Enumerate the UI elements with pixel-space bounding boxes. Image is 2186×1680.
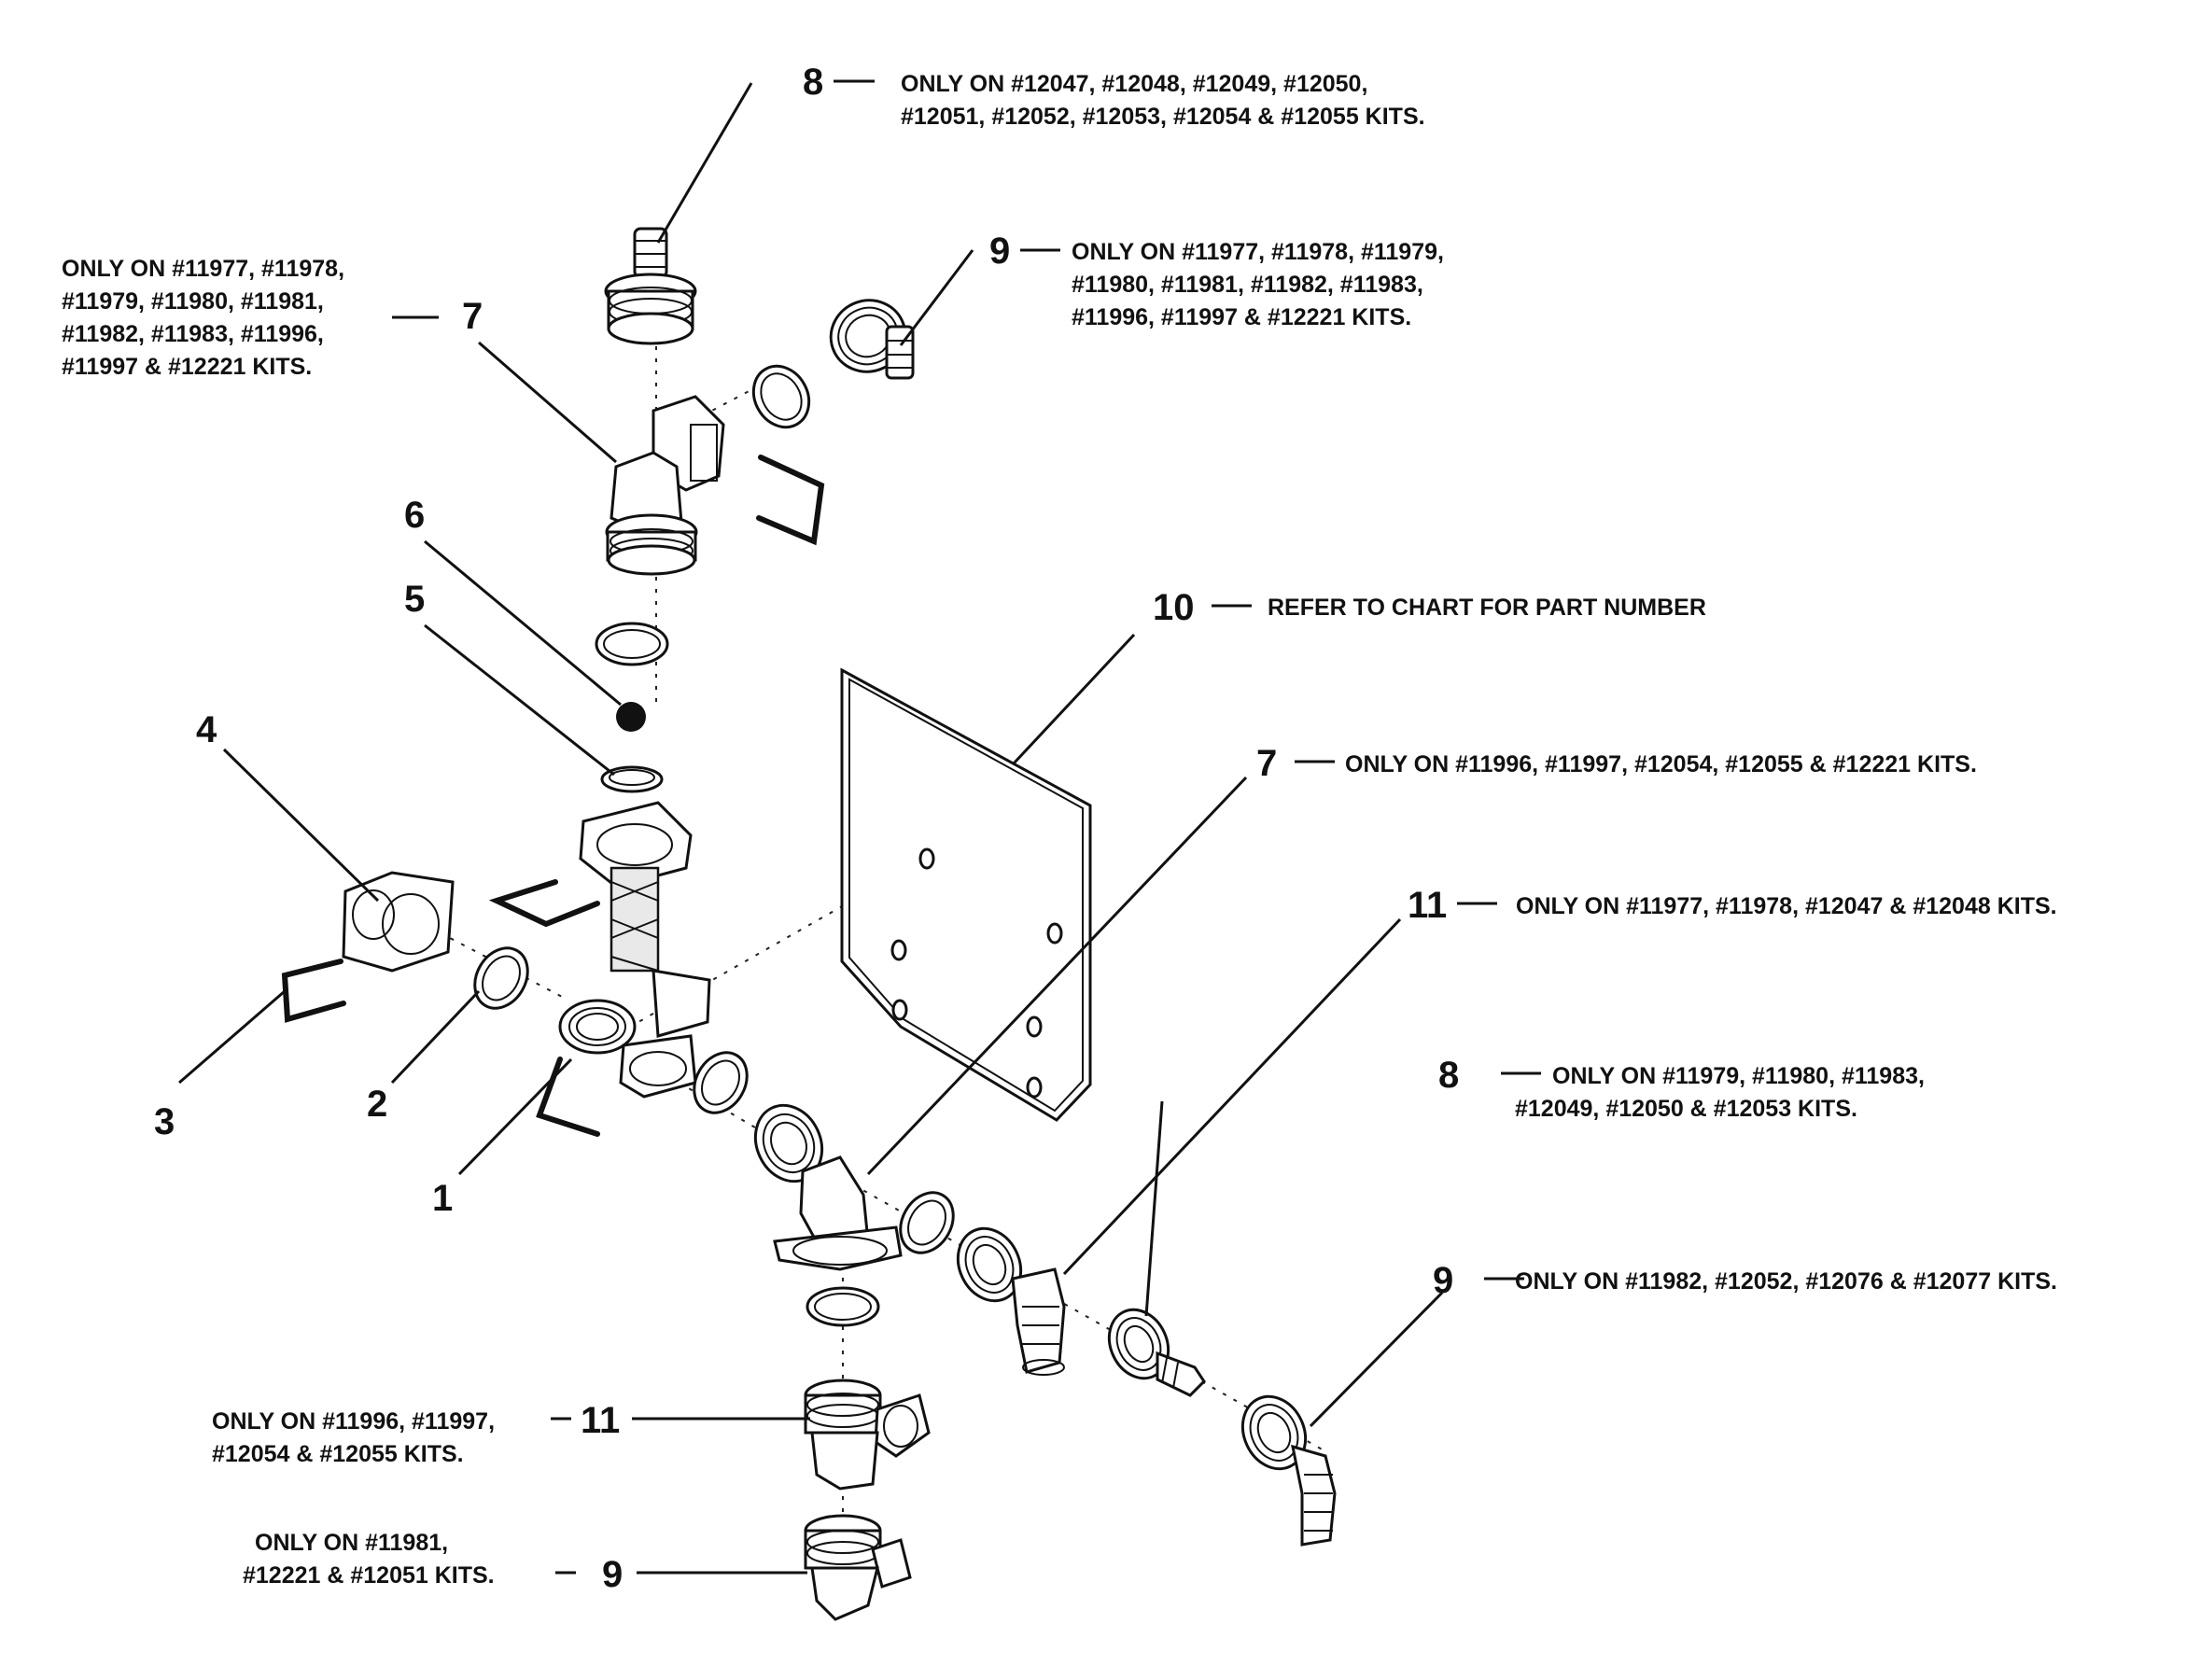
part-9-bottom-fitting bbox=[804, 1514, 912, 1621]
callout-number-9-top: 9 bbox=[989, 231, 1010, 272]
callout-number-11-bottom: 11 bbox=[581, 1400, 620, 1441]
part-5-ring bbox=[600, 765, 664, 793]
note-7-top: ONLY ON #11977, #11978, #11979, #11980, … bbox=[62, 256, 351, 380]
part-8-right-fitting bbox=[1107, 1308, 1206, 1397]
note-10: REFER TO CHART FOR PART NUMBER bbox=[1268, 595, 1706, 621]
callout-number-6: 6 bbox=[404, 495, 425, 536]
part-9-right-fitting bbox=[1240, 1394, 1337, 1547]
clip-body-lower bbox=[536, 1057, 600, 1137]
callout-numbers: 8 9 7 6 5 10 4 7 11 3 2 1 8 9 11 9 bbox=[154, 62, 1459, 1595]
part-11-bottom-fitting bbox=[804, 1379, 931, 1491]
callout-notes: ONLY ON #12047, #12048, #12049, #12050, … bbox=[62, 71, 2057, 1589]
callout-number-3: 3 bbox=[154, 1101, 175, 1142]
part-3-clip bbox=[281, 959, 346, 1023]
part-2-ring bbox=[473, 946, 529, 1010]
callout-number-9-bottom: 9 bbox=[602, 1554, 623, 1595]
note-11-bottom: ONLY ON #11996, #11997, #12054 & #12055 … bbox=[212, 1408, 501, 1467]
callout-number-10: 10 bbox=[1153, 587, 1195, 628]
part-11-right-fitting bbox=[956, 1226, 1066, 1376]
note-7-mid: ONLY ON #11996, #11997, #12054, #12055 &… bbox=[1345, 751, 1977, 777]
ring-bottom bbox=[806, 1286, 880, 1327]
part-10-plate bbox=[840, 667, 1092, 1122]
leader-lines bbox=[178, 79, 1541, 1575]
note-9-right: ONLY ON #11982, #12052, #12076 & #12077 … bbox=[1515, 1268, 2057, 1295]
callout-number-7-top: 7 bbox=[462, 296, 483, 337]
ring-mid bbox=[693, 1051, 749, 1114]
part-7-top-elbow bbox=[605, 395, 725, 576]
callout-number-11-right: 11 bbox=[1408, 885, 1447, 926]
callout-number-9-right: 9 bbox=[1433, 1260, 1453, 1301]
note-8-top: ONLY ON #12047, #12048, #12049, #12050, … bbox=[901, 71, 1425, 130]
part-4-adapter bbox=[342, 871, 455, 973]
ring-lower-right bbox=[899, 1191, 955, 1254]
ring-upper bbox=[595, 622, 669, 666]
callout-number-7-mid: 7 bbox=[1256, 743, 1277, 784]
clip-top bbox=[756, 455, 825, 546]
part-6-ball bbox=[616, 702, 646, 732]
clip-body-upper bbox=[488, 879, 600, 928]
callout-number-1: 1 bbox=[432, 1178, 453, 1219]
note-11-right: ONLY ON #11977, #11978, #12047 & #12048 … bbox=[1516, 893, 2057, 919]
callout-number-8-right: 8 bbox=[1438, 1055, 1459, 1096]
ring-top bbox=[751, 364, 811, 429]
note-9-top: ONLY ON #11977, #11978, #11979, #11980, … bbox=[1072, 239, 1450, 330]
note-9-bottom: ONLY ON #11981, #12221 & #12051 KITS. bbox=[243, 1530, 495, 1589]
part-7-mid-elbow bbox=[753, 1103, 903, 1271]
part-8-top-fitting bbox=[604, 227, 697, 345]
part-9-top-fitting bbox=[829, 299, 915, 380]
callout-number-2: 2 bbox=[367, 1084, 387, 1125]
part-1-valve-body bbox=[558, 801, 711, 1099]
callout-number-4: 4 bbox=[196, 709, 217, 750]
callout-number-8-top: 8 bbox=[803, 62, 823, 103]
note-8-right: ONLY ON #11979, #11980, #11983, #12049, … bbox=[1515, 1063, 1931, 1122]
callout-number-5: 5 bbox=[404, 579, 425, 620]
